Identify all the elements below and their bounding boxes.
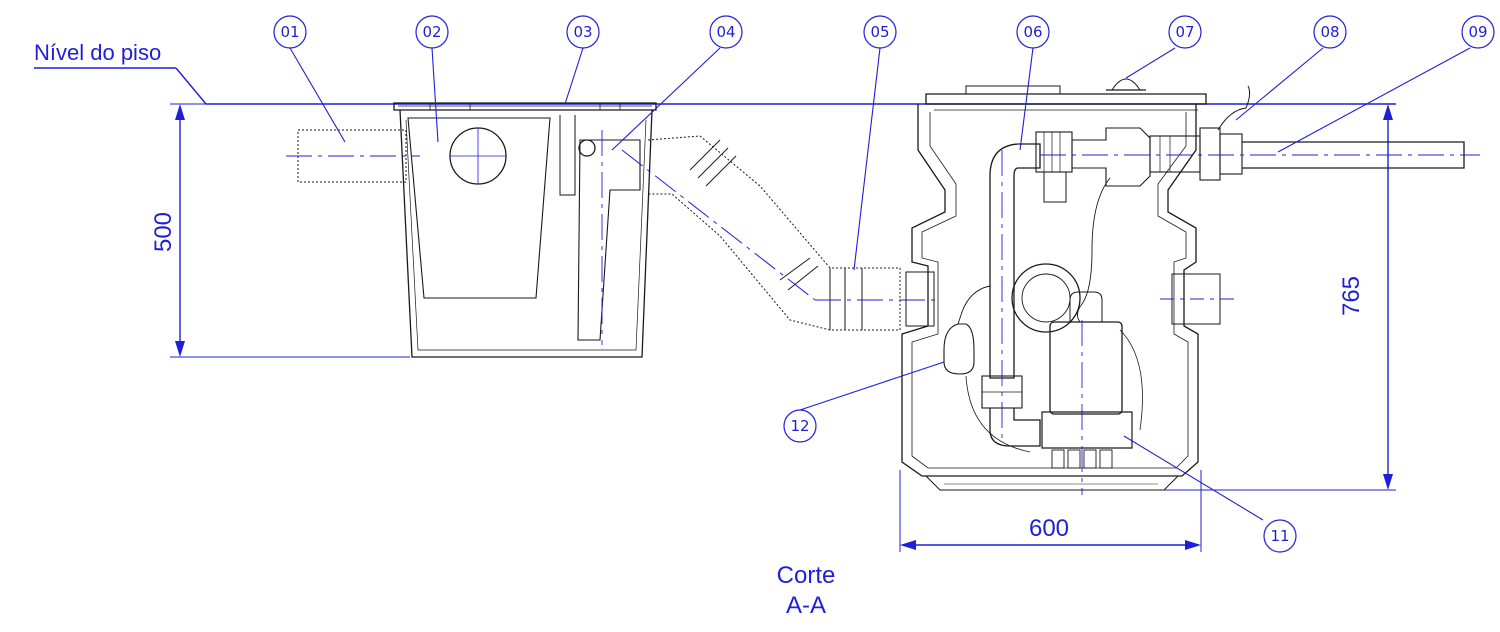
pump-station-body xyxy=(901,78,1480,495)
floor-level-leader xyxy=(175,67,207,105)
callout-09: 09 xyxy=(1461,15,1495,49)
dimension-500-value: 500 xyxy=(150,212,177,252)
floor-level-label: Nível do piso xyxy=(34,40,161,65)
callout-08: 08 xyxy=(1313,15,1347,49)
callout-03-label: 03 xyxy=(573,23,592,41)
callout-05-label: 05 xyxy=(870,23,889,41)
callout-07-label: 07 xyxy=(1175,23,1194,41)
callout-leaders xyxy=(289,47,1471,521)
section-title-line2: A-A xyxy=(786,592,826,619)
callout-02-label: 02 xyxy=(422,23,441,41)
callout-11-label: 11 xyxy=(1270,527,1289,545)
dimension-765: 765 xyxy=(1160,104,1396,491)
callout-12-label: 12 xyxy=(790,417,809,435)
callout-03: 03 xyxy=(566,15,600,49)
section-title-line1: Corte xyxy=(777,562,836,589)
connection-pipe xyxy=(647,135,901,331)
callout-11: 11 xyxy=(1263,519,1297,553)
dimension-765-value: 765 xyxy=(1338,276,1365,316)
dimension-500: 500 xyxy=(150,103,410,358)
callout-08-label: 08 xyxy=(1320,23,1339,41)
inlet-pipe xyxy=(286,129,420,183)
callout-09-label: 09 xyxy=(1468,23,1487,41)
callout-02: 02 xyxy=(415,15,449,49)
callout-01-label: 01 xyxy=(280,23,299,41)
dimension-600: 600 xyxy=(899,470,1202,552)
callout-06: 06 xyxy=(1016,15,1050,49)
callout-05: 05 xyxy=(863,15,897,49)
callout-07: 07 xyxy=(1168,15,1202,49)
dimension-600-value: 600 xyxy=(1029,515,1069,542)
grease-box xyxy=(393,102,657,358)
callout-01: 01 xyxy=(273,15,307,49)
callout-04-label: 04 xyxy=(716,23,735,41)
callout-06-label: 06 xyxy=(1023,23,1042,41)
callout-12: 12 xyxy=(783,409,817,443)
callout-04: 04 xyxy=(709,15,743,49)
